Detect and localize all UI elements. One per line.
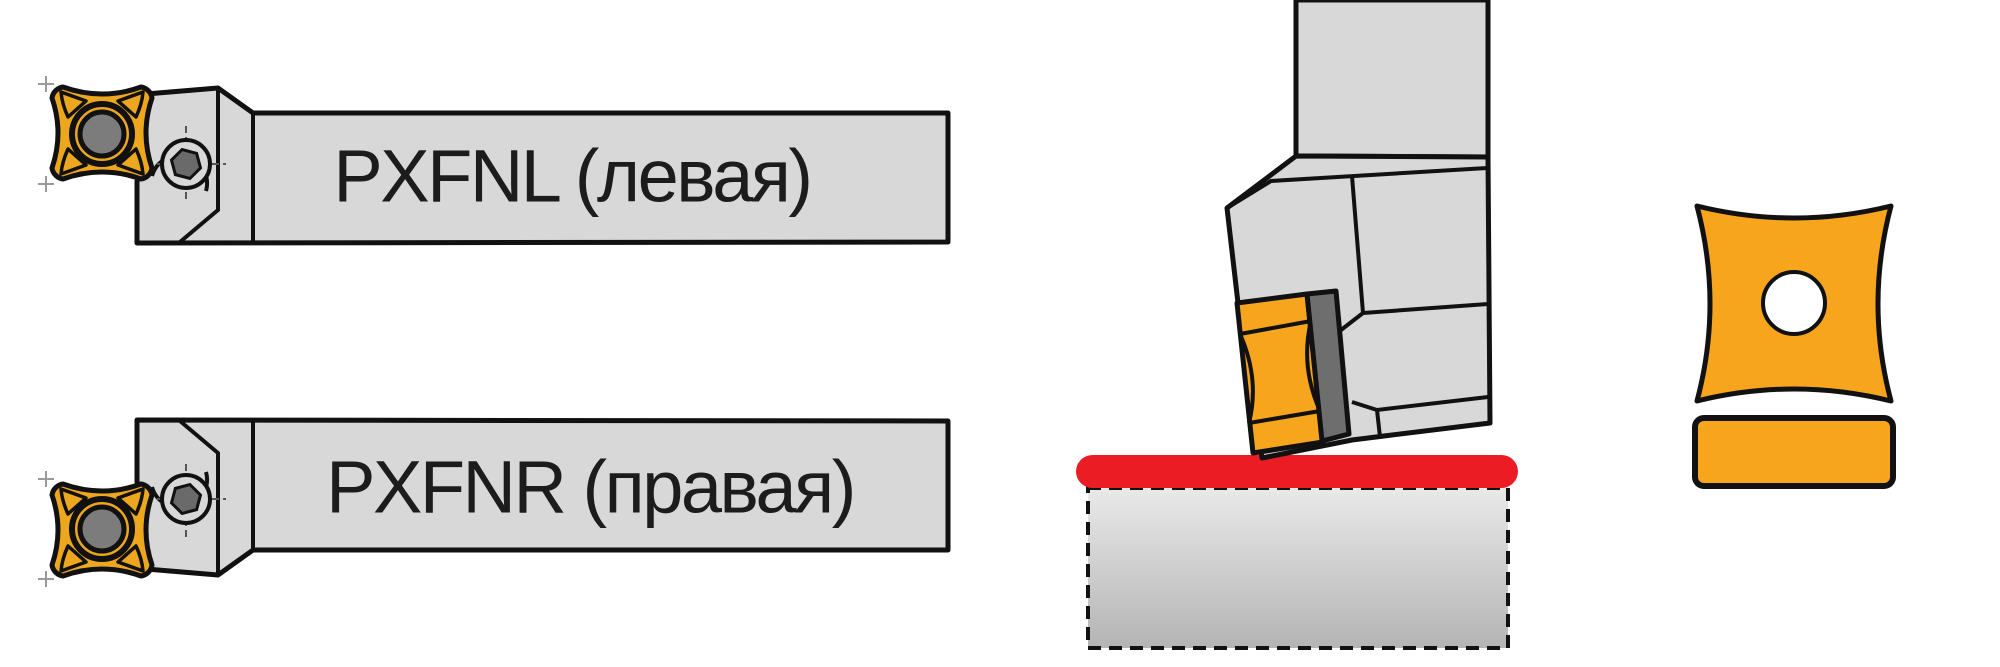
- cutting-insert-side: [1234, 291, 1326, 456]
- head-top-facet-line: [1225, 166, 1488, 210]
- insert-side-edge-lines: [1239, 319, 1321, 425]
- head-lower-facet-line: [1351, 395, 1489, 438]
- head-front-divider-line: [1339, 175, 1489, 332]
- tool-pxfnr-label: PXFNR (правая): [326, 446, 854, 529]
- vertical-tool-shank: [1293, 0, 1491, 160]
- tool-pxfnl-label: PXFNL (левая): [333, 135, 810, 218]
- insert-detail-views: [1692, 203, 1896, 489]
- insert-face-hole: [1761, 270, 1827, 336]
- insert-clamp-wedge: [1304, 288, 1352, 444]
- workpiece: [1086, 486, 1510, 650]
- facing-operation-schematic: [1076, 0, 1518, 650]
- machined-surface-red-bar: [1076, 455, 1518, 488]
- insert-side-view: [1692, 415, 1896, 489]
